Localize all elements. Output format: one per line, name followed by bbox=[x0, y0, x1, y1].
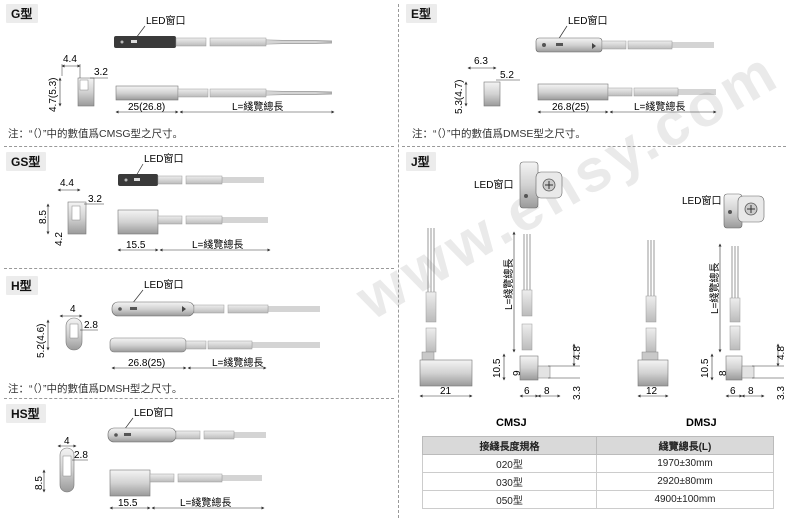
hs-led-label: LED窗口 bbox=[134, 406, 173, 419]
svg-text:5.3(4.7): 5.3(4.7) bbox=[454, 80, 465, 114]
table-row: 020型 1970±30mm bbox=[422, 454, 775, 473]
svg-text:3.2: 3.2 bbox=[94, 67, 108, 78]
g-type-drawing: LED窗口 4.4 3.2 4.7(5.3) 25(26.8) bbox=[48, 14, 335, 114]
hs-side-view bbox=[109, 469, 151, 497]
svg-text:6: 6 bbox=[730, 386, 736, 397]
note-g: 注：“（）”中的數值爲CMSG型之尺寸。 bbox=[8, 128, 183, 140]
svg-text:3.3: 3.3 bbox=[572, 386, 583, 400]
e-type-drawing: LED窗口 6.3 5.2 5.3(4.7) 26.8(25) L=綫覽總長 bbox=[454, 14, 717, 114]
divider-gs-h bbox=[4, 268, 394, 269]
svg-text:8: 8 bbox=[748, 386, 754, 397]
svg-text:25(26.8): 25(26.8) bbox=[128, 102, 165, 113]
g-side-view bbox=[115, 85, 179, 101]
table-cell: 030型 bbox=[422, 472, 597, 491]
svg-text:6: 6 bbox=[524, 386, 530, 397]
h-led-label: LED窗口 bbox=[144, 278, 183, 291]
svg-text:L=綫覽總長: L=綫覽總長 bbox=[212, 356, 263, 369]
h-side-view bbox=[109, 337, 187, 353]
gs-type-drawing: LED窗口 4.4 3.2 8.5 4.2 15.5 L=綫覽總長 bbox=[38, 152, 271, 252]
table-cell: 2920±80mm bbox=[595, 472, 775, 491]
table-header-length: 綫覽總長(L) bbox=[595, 436, 775, 455]
svg-text:L=綫覽總長: L=綫覽總長 bbox=[232, 100, 283, 113]
svg-text:L=綫覽總長: L=綫覽總長 bbox=[180, 496, 231, 509]
svg-text:4.2: 4.2 bbox=[54, 232, 65, 246]
svg-text:L=綫覽總長: L=綫覽總長 bbox=[192, 238, 243, 251]
cmsj-body-front bbox=[419, 359, 473, 387]
svg-text:8: 8 bbox=[544, 386, 550, 397]
dmsj-body-front bbox=[637, 359, 669, 387]
e-side-view bbox=[537, 83, 609, 101]
h-type-drawing: LED窗口 4 2.8 5.2(4.6) 26.8(25) L=綫覽總長 bbox=[36, 278, 320, 370]
cable-length-table: 接綫長度規格 綫覽總長(L) 020型 1970±30mm 030型 2920±… bbox=[422, 436, 775, 509]
svg-text:L=綫覽總長: L=綫覽總長 bbox=[708, 263, 721, 314]
svg-text:5.2(4.6): 5.2(4.6) bbox=[36, 324, 47, 358]
e-end-view bbox=[483, 81, 501, 107]
table-row: 050型 4900±100mm bbox=[422, 490, 775, 509]
divider-g-gs bbox=[4, 146, 394, 147]
svg-text:15.5: 15.5 bbox=[126, 240, 146, 251]
svg-text:2.8: 2.8 bbox=[74, 450, 88, 461]
svg-text:4.4: 4.4 bbox=[63, 54, 77, 65]
svg-text:15.5: 15.5 bbox=[118, 498, 138, 509]
svg-text:10.5: 10.5 bbox=[492, 358, 503, 378]
divider-e-j bbox=[402, 146, 786, 147]
svg-text:6.3: 6.3 bbox=[474, 56, 488, 67]
gs-side-view bbox=[117, 209, 159, 235]
svg-text:4.8: 4.8 bbox=[776, 346, 787, 360]
svg-text:26.8(25): 26.8(25) bbox=[552, 102, 589, 113]
svg-text:9: 9 bbox=[512, 370, 523, 376]
e-led-label: LED窗口 bbox=[568, 14, 607, 27]
center-divider bbox=[398, 4, 399, 518]
j-cmsj-drawing: LED窗口 21 L=綫覽總長 10.5 9 bbox=[419, 161, 583, 429]
svg-text:LED窗口: LED窗口 bbox=[474, 178, 513, 191]
svg-text:8: 8 bbox=[718, 370, 729, 376]
svg-text:8.5: 8.5 bbox=[38, 210, 49, 224]
h-sensor-top bbox=[111, 301, 195, 317]
svg-text:4.4: 4.4 bbox=[60, 178, 74, 189]
section-label-e: E型 bbox=[406, 4, 438, 23]
table-cell: 1970±30mm bbox=[595, 454, 775, 473]
svg-text:8.5: 8.5 bbox=[34, 476, 45, 490]
section-label-g: G型 bbox=[6, 4, 39, 23]
svg-text:12: 12 bbox=[646, 386, 658, 397]
divider-h-hs bbox=[4, 398, 394, 399]
svg-text:4: 4 bbox=[70, 304, 76, 315]
section-label-h: H型 bbox=[6, 276, 38, 295]
svg-text:26.8(25): 26.8(25) bbox=[128, 358, 165, 369]
svg-text:2.8: 2.8 bbox=[84, 320, 98, 331]
note-e: 注：“（）”中的數值爲DMSE型之尺寸。 bbox=[412, 128, 586, 140]
hs-sensor-top bbox=[107, 427, 177, 443]
svg-text:3.2: 3.2 bbox=[88, 194, 102, 205]
svg-text:DMSJ: DMSJ bbox=[686, 417, 717, 429]
svg-text:LED窗口: LED窗口 bbox=[682, 194, 721, 207]
svg-text:4: 4 bbox=[64, 436, 70, 447]
table-header-spec: 接綫長度規格 bbox=[422, 436, 597, 455]
hs-type-drawing: LED窗口 4 2.8 8.5 15.5 L=綫覽總長 bbox=[34, 406, 266, 510]
svg-text:10.5: 10.5 bbox=[700, 358, 711, 378]
svg-text:4.7(5.3): 4.7(5.3) bbox=[48, 78, 59, 112]
svg-text:L=綫覽總長: L=綫覽總長 bbox=[634, 100, 685, 113]
section-label-hs: HS型 bbox=[6, 404, 46, 423]
table-cell: 4900±100mm bbox=[595, 490, 775, 509]
section-label-j: J型 bbox=[406, 152, 436, 171]
svg-text:5.2: 5.2 bbox=[500, 70, 514, 81]
table-row: 030型 2920±80mm bbox=[422, 472, 775, 491]
g-sensor-top bbox=[114, 36, 176, 48]
j-dmsj-drawing: LED窗口 12 L=綫覽總長 10.5 8 bbox=[637, 193, 787, 429]
svg-text:21: 21 bbox=[440, 386, 452, 397]
svg-text:L=綫覽總長: L=綫覽總長 bbox=[502, 259, 515, 310]
section-label-gs: GS型 bbox=[6, 152, 47, 171]
svg-text:CMSJ: CMSJ bbox=[496, 417, 527, 429]
gs-led-label: LED窗口 bbox=[144, 152, 183, 165]
svg-text:3.3: 3.3 bbox=[776, 386, 787, 400]
svg-text:4.8: 4.8 bbox=[572, 346, 583, 360]
table-cell: 020型 bbox=[422, 454, 597, 473]
note-h: 注：“（）”中的數值爲DMSH型之尺寸。 bbox=[8, 383, 183, 395]
g-led-label: LED窗口 bbox=[146, 14, 185, 27]
table-cell: 050型 bbox=[422, 490, 597, 509]
